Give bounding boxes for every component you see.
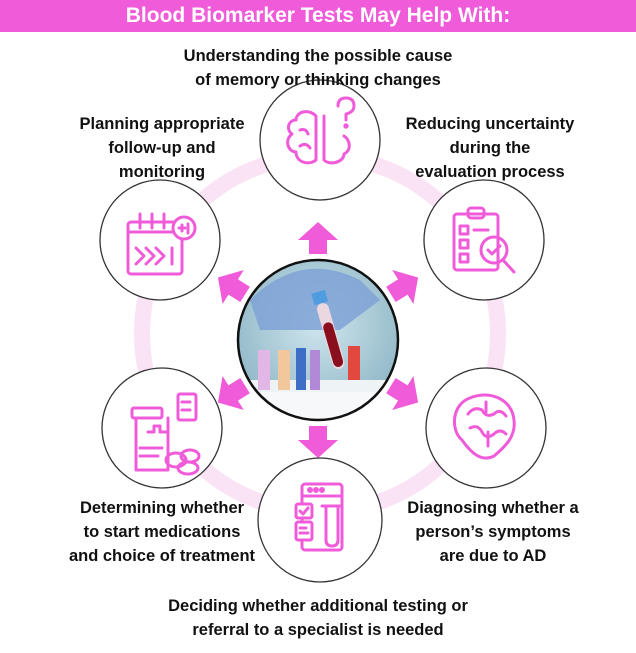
head-puzzle-icon: [453, 393, 516, 460]
label-bottom: Deciding whether additional testing or r…: [150, 594, 486, 642]
circle-bottom: [257, 457, 383, 583]
label-line: follow-up and: [108, 139, 216, 157]
label-upper-left: Planning appropriate follow-up and monit…: [64, 112, 260, 184]
label-line: Reducing uncertainty: [405, 115, 575, 133]
label-line: of memory or thinking changes: [195, 71, 441, 89]
label-line: and choice of treatment: [68, 547, 256, 565]
arrow-down-left: [217, 376, 250, 410]
label-line: Understanding the possible cause: [183, 47, 453, 65]
label-upper-right: Reducing uncertainty during the evaluati…: [392, 112, 588, 184]
label-line: Planning appropriate: [79, 115, 245, 133]
label-line: referral to a specialist is needed: [192, 621, 444, 639]
label-line: to start medications: [83, 523, 241, 541]
label-line: evaluation process: [415, 163, 565, 181]
circle-top: [259, 79, 381, 201]
arrow-down-right: [386, 376, 419, 410]
circle-lower-left: [101, 367, 223, 489]
label-line: Diagnosing whether a: [407, 499, 579, 517]
label-lower-left: Determining whether to start medications…: [54, 496, 270, 568]
arrow-down: [298, 426, 338, 458]
label-line: Deciding whether additional testing or: [168, 597, 468, 615]
label-line: monitoring: [118, 163, 206, 181]
label-line: Determining whether: [79, 499, 245, 517]
arrows: [217, 222, 419, 458]
title-banner: Blood Biomarker Tests May Help With:: [0, 0, 636, 32]
arrow-up: [298, 222, 338, 254]
arrow-up-right: [386, 270, 419, 304]
medication-bottle-pills-icon: [130, 392, 201, 476]
brain-question-icon: [286, 96, 356, 165]
clipboard-checklist-magnifier-icon: [452, 206, 516, 274]
lab-test-tube-report-icon: [294, 482, 344, 552]
label-line: during the: [449, 139, 531, 157]
label-line: are due to AD: [439, 547, 547, 565]
label-line: person’s symptoms: [415, 523, 571, 541]
label-top: Understanding the possible cause of memo…: [170, 44, 466, 92]
arrow-up-left: [217, 270, 250, 304]
calendar-followup-icon: [126, 212, 197, 276]
circle-upper-left: [99, 179, 221, 301]
label-lower-right: Diagnosing whether a person’s symptoms a…: [386, 496, 600, 568]
circle-lower-right: [425, 367, 547, 489]
